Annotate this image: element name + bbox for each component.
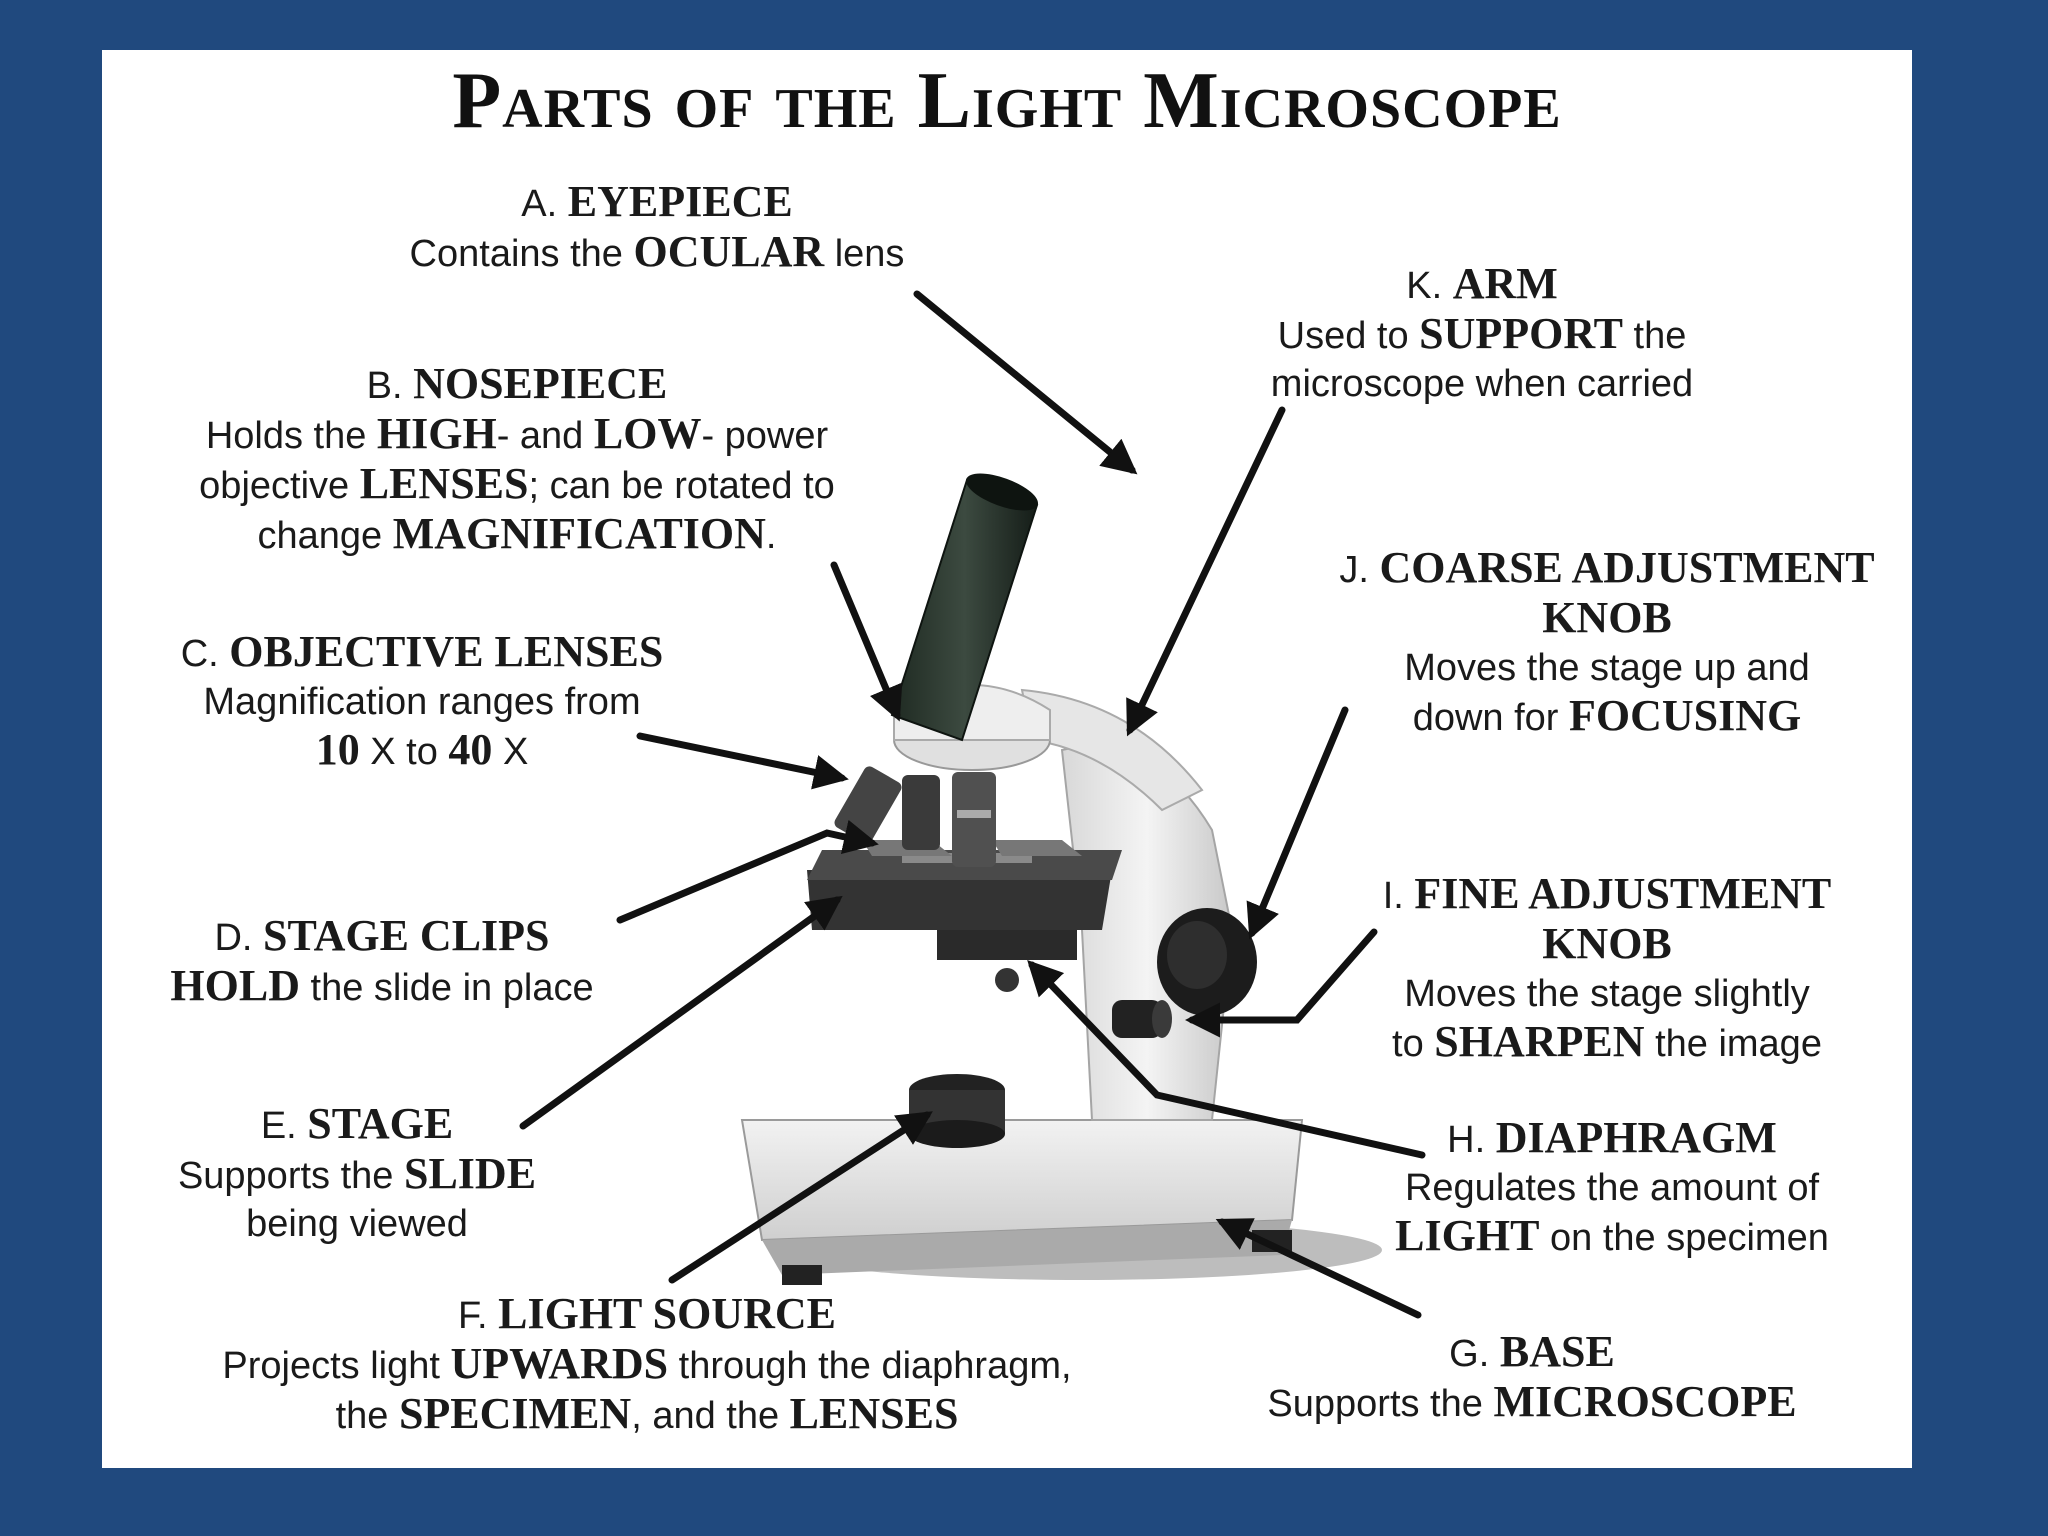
arrow-arm [1126, 406, 1286, 737]
arrow-coarse-adjustment-knob [1246, 706, 1349, 940]
microscope-base [740, 1119, 1382, 1285]
arrow-objective-lenses [636, 732, 849, 790]
label-letter: A. [521, 183, 558, 225]
label-name: COARSE ADJUSTMENT [1379, 543, 1875, 592]
label-fine-adjustment-knob: I. FINE ADJUSTMENT KNOB Moves the stage … [1382, 869, 1832, 1066]
label-letter: B. [366, 365, 403, 407]
label-letter: F. [458, 1295, 488, 1337]
label-letter: J. [1339, 549, 1369, 591]
coarse-adjustment-knob [1157, 908, 1257, 1016]
label-name: OBJECTIVE LENSES [229, 627, 664, 676]
label-name: ARM [1452, 259, 1558, 308]
arrow-eyepiece [913, 290, 1138, 475]
label-diaphragm: H. DIAPHRAGM Regulates the amount of LIG… [1395, 1113, 1829, 1260]
label-name: FINE ADJUSTMENT [1414, 869, 1832, 918]
label-letter: E. [260, 1105, 297, 1147]
label-name: DIAPHRAGM [1495, 1113, 1777, 1162]
label-letter: H. [1447, 1119, 1486, 1161]
label-eyepiece: A. EYEPIECE Contains the OCULAR lens [409, 177, 905, 276]
label-stage: E. STAGE Supports the SLIDE being viewed [177, 1099, 537, 1246]
label-letter: I. [1382, 875, 1404, 917]
label-coarse-adjustment-knob: J. COARSE ADJUSTMENT KNOB Moves the stag… [1339, 543, 1875, 740]
diaphragm [937, 930, 1077, 992]
label-name: STAGE [307, 1099, 454, 1148]
light-source [909, 1074, 1005, 1148]
label-light-source: F. LIGHT SOURCE Projects light UPWARDS t… [222, 1289, 1072, 1438]
arrow-nosepiece [830, 561, 903, 722]
label-name: BASE [1499, 1327, 1615, 1376]
microscope-illustration [519, 290, 1426, 1319]
label-letter: C. [180, 633, 219, 675]
arrow-stage-clips [616, 819, 879, 924]
arrow-fine-adjustment-knob [1185, 928, 1378, 1038]
fine-adjustment-knob [1112, 1000, 1172, 1038]
label-objective-lenses: C. OBJECTIVE LENSES Magnification ranges… [180, 627, 664, 774]
label-base: G. BASE Supports the MICROSCOPE [1267, 1327, 1797, 1426]
diagram-panel: Parts of the Light Microscope A. EYEPIEC… [102, 50, 1912, 1468]
arrow-diaphragm [1027, 959, 1426, 1159]
arrow-stage [519, 895, 843, 1130]
arrow-light-source [668, 1111, 933, 1284]
label-name: STAGE CLIPS [263, 911, 550, 960]
label-arm: K. ARM Used to SUPPORT the microscope wh… [1270, 259, 1694, 406]
label-name: KNOB [1542, 919, 1672, 968]
eyepiece [890, 473, 1039, 742]
label-name: EYEPIECE [567, 177, 793, 226]
label-arrows [519, 290, 1426, 1319]
arrow-base [1215, 1218, 1422, 1319]
label-name: NOSEPIECE [413, 359, 668, 408]
label-name: LIGHT SOURCE [498, 1289, 836, 1338]
diagram-title: Parts of the Light Microscope [452, 57, 1562, 145]
label-nosepiece: B. NOSEPIECE Holds the HIGH- and LOW- po… [199, 359, 835, 558]
label-letter: K. [1406, 265, 1443, 307]
label-name: KNOB [1542, 593, 1672, 642]
label-letter: G. [1449, 1333, 1490, 1375]
label-stage-clips: D. STAGE CLIPS HOLD the slide in place [170, 911, 594, 1010]
label-letter: D. [214, 917, 253, 959]
